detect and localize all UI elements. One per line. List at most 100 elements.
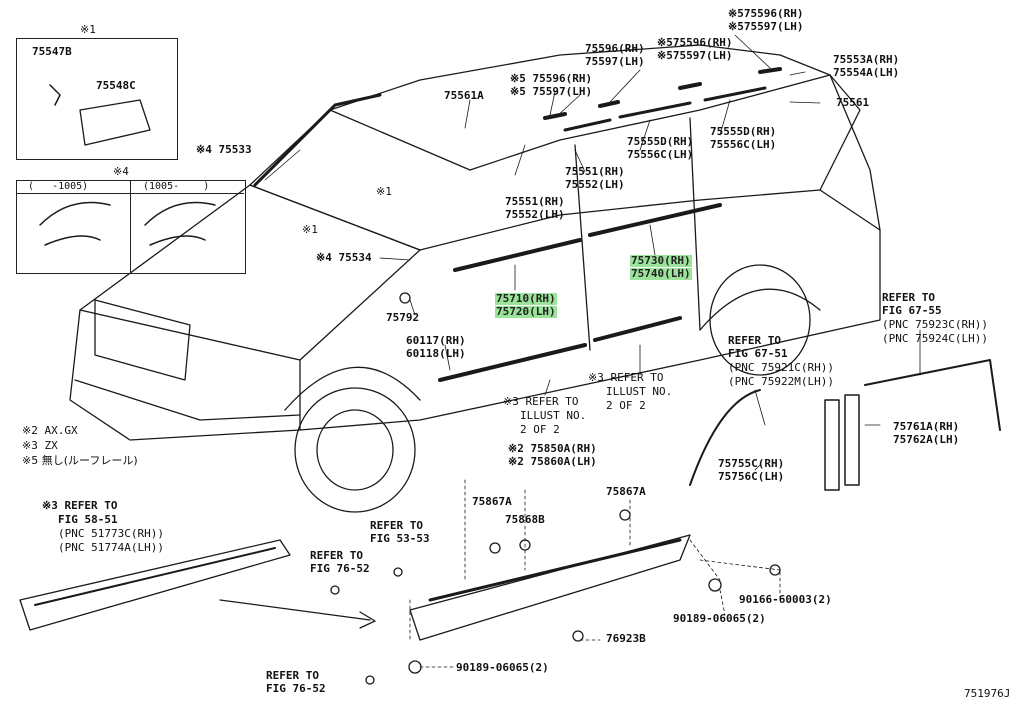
ref-fig-5353-2: FIG 53-53 <box>370 532 430 545</box>
note-5: ※5 無し(ルーフレール) <box>22 455 138 467</box>
callout-75551-a: 75551(RH) <box>505 195 565 208</box>
inset-1-box <box>16 38 178 160</box>
callout-75597-mid-lh: ※575597(LH) <box>657 49 733 62</box>
callout-75597-lft-lh: ※5 75597(LH) <box>510 85 593 98</box>
inset4-left-drawing <box>39 201 111 246</box>
ref-fig-7652-b-1: REFER TO <box>266 669 319 682</box>
door-frame-curve <box>689 389 761 486</box>
door-molding-rear <box>588 203 722 237</box>
ref-fig-7652-b-2: FIG 76-52 <box>266 682 326 695</box>
vehicle-rear <box>829 74 881 231</box>
door-molding-front <box>453 238 582 272</box>
ref-fig-5353-1: REFER TO <box>370 519 423 532</box>
callout-75761a: 75761A(RH) <box>893 420 960 433</box>
screw-a <box>330 585 340 595</box>
callout-75555d: 75555D(RH) <box>710 125 777 138</box>
callout-75720: 75720(LH) <box>495 305 557 318</box>
vehicle-front <box>69 309 301 441</box>
callout-75792: 75792 <box>386 311 420 324</box>
rocker-panel <box>409 534 691 641</box>
side-step <box>19 539 291 631</box>
callout-75730: 75730(RH) <box>630 254 692 267</box>
note-3: ※3 ZX <box>22 440 58 452</box>
note-2-mark: ※2 <box>22 424 38 437</box>
callout-75596-mid-rh: ※575596(RH) <box>657 36 733 49</box>
screw-b <box>393 567 403 577</box>
callout-75554a: 75554A(LH) <box>833 66 900 79</box>
callout-75597-lh: 75597(LH) <box>585 55 645 68</box>
callout-75756c: 75756C(LH) <box>718 470 785 483</box>
ref-fig-5851-4: (PNC 51774A(LH)) <box>58 541 164 554</box>
ref-illust-b-3: 2 OF 2 <box>606 399 646 412</box>
rear-wheel-arch <box>699 288 821 331</box>
callout-75710: 75710(RH) <box>495 292 557 305</box>
callout-75561: 75561 <box>836 96 870 109</box>
note-2-text: AX.GX <box>44 424 78 437</box>
callout-75556c: 75556C(LH) <box>710 138 777 151</box>
inset1-bolt <box>49 84 61 106</box>
callout-75860a: ※2 75860A(LH) <box>508 455 597 468</box>
ref-fig-6751-1: REFER TO <box>728 334 781 347</box>
rocker-molding-rear <box>593 316 682 342</box>
callout-75868b: 75868B <box>505 513 545 526</box>
inset-1-part-a: 75547B <box>32 45 72 58</box>
ref-fig-5851-2: FIG 58-51 <box>58 513 118 526</box>
note-5-text: 無し(ルーフレール) <box>41 454 138 467</box>
vehicle-side <box>299 189 881 431</box>
callout-75850a: ※2 75850A(RH) <box>508 442 597 455</box>
diagram-id: 751976J <box>964 687 1011 700</box>
clip-75868b <box>519 539 531 551</box>
callout-mark1-a: ※1 <box>376 185 392 198</box>
callout-75867a-a: 75867A <box>472 495 512 508</box>
ref-fig-6755-2: FIG 67-55 <box>882 304 942 317</box>
inset-4-col-left: ( -1005) <box>28 181 89 192</box>
note-3-mark: ※3 <box>22 439 38 452</box>
callout-75561a: 75561A <box>444 89 484 102</box>
rocker-molding-front <box>438 343 587 382</box>
inset4-right-drawing <box>144 201 216 246</box>
inset-1-mark: ※1 <box>80 23 96 36</box>
callout-75755c: 75755C(RH) <box>718 457 785 470</box>
vehicle-roof-side <box>469 74 861 191</box>
callout-90189-a: 90189-06065(2) <box>673 612 766 625</box>
roof-pad-2 <box>598 100 620 108</box>
callout-75596-rh: 75596(RH) <box>585 42 645 55</box>
ref-illust-b-2: ILLUST NO. <box>606 385 673 398</box>
callout-75867a-b: 75867A <box>606 485 646 498</box>
vehicle-bumper <box>74 379 301 421</box>
ref-fig-6751-2: FIG 67-51 <box>728 347 788 360</box>
clip-90189-a <box>708 578 722 592</box>
screw-c <box>365 675 375 685</box>
callout-60117: 60117(RH) <box>406 334 466 347</box>
inset-1-part-b: 75548C <box>96 79 136 92</box>
pillar-garnish-1 <box>824 399 840 491</box>
clip-75867a-1 <box>489 542 501 554</box>
roof-rail-3 <box>703 86 767 102</box>
clip-90166 <box>769 564 781 576</box>
callout-75556c-top: 75556C(LH) <box>627 148 694 161</box>
callout-75533: ※4 75533 <box>196 143 252 156</box>
callout-75534: ※4 75534 <box>316 251 372 264</box>
callout-76923b: 76923B <box>606 632 646 645</box>
ref-fig-6755-3: (PNC 75923C(RH)) <box>882 318 988 331</box>
callout-90189-b: 90189-06065(2) <box>456 661 549 674</box>
callout-75552-b: 75552(LH) <box>565 178 625 191</box>
vehicle-grille <box>94 299 191 381</box>
ref-illust-b-1: ※3 REFER TO <box>588 371 664 384</box>
roof-rail-2 <box>618 101 692 119</box>
vehicle-b-pillar <box>574 144 591 351</box>
callout-75597-top-lh: ※575597(LH) <box>728 20 804 33</box>
vehicle-c-pillar <box>689 117 701 331</box>
direction-arrow <box>219 599 371 621</box>
front-wheel <box>294 387 416 513</box>
inset-4-col-right: (1005- ) <box>143 181 210 192</box>
note-5-mark: ※5 <box>22 454 39 467</box>
callout-75552-a: 75552(LH) <box>505 208 565 221</box>
roof-rail-1 <box>563 118 612 132</box>
inset-4-box <box>16 180 246 274</box>
callout-75740: 75740(LH) <box>630 267 692 280</box>
note-2: ※2 AX.GX <box>22 425 78 437</box>
roof-pad-1 <box>543 112 567 120</box>
ref-illust-a-2: ILLUST NO. <box>520 409 587 422</box>
